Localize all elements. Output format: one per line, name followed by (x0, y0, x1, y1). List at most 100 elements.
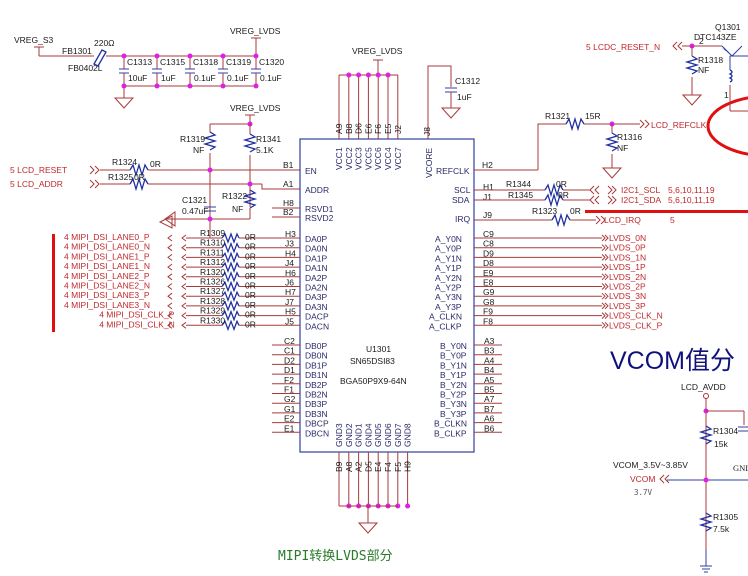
pin-ball: B1 (283, 160, 294, 170)
mipi-res-ref: R1326 (200, 277, 225, 287)
lvds-b-pin-label: B_Y2P (440, 390, 467, 400)
lvds-b-ball: A7 (484, 394, 495, 404)
db-ball: F2 (284, 375, 294, 385)
lvds-b-pin-label: B_Y3P (440, 409, 467, 419)
vcc-pin-label: VCC7 (393, 147, 403, 170)
lvds-net-label: LVDS_CLK_P (609, 320, 663, 330)
fb1301-ref: FB1301 (62, 46, 92, 56)
gnd-block: B9GND3A8GND2A2GND1D5GND4E4GND5F4GND6F5GN… (334, 423, 413, 534)
lcd-addr-net: 5 LCD_ADDR (10, 179, 63, 189)
offpage-arrow-icon (672, 41, 683, 51)
r1325-ref: R1325 (108, 172, 133, 182)
r1344-ref: R1344 (506, 179, 531, 189)
gnd-pin-label: GND4 (363, 423, 373, 447)
lvds-b-pin-label: B_Y1P (440, 370, 467, 380)
vcore-pin: VCORE (424, 147, 434, 178)
vcc-pin-label: VCC5 (363, 147, 373, 170)
db-pin-label: DBCN (305, 428, 329, 438)
offpage-arrow-icon (639, 119, 650, 129)
mipi-net-label: 4 MIPI_DSI_LANE2_N (64, 281, 150, 291)
lvds-b-pin-label: B_Y2N (440, 380, 467, 390)
irq-pin: IRQ (455, 214, 471, 224)
offpage-arrow-icon (601, 254, 609, 261)
lcd-irq-pages: 5 (670, 215, 675, 225)
offpage-arrow-icon (601, 302, 609, 310)
pin-label: ADDR (305, 185, 329, 195)
r1305-resistor-icon (698, 512, 714, 532)
vcom-net: VCOM (630, 474, 656, 484)
db-pin-label: DB3P (305, 399, 328, 409)
db-pin-label: DB3N (305, 409, 328, 419)
offpage-arrow-icon (601, 283, 609, 290)
sda-ball: J1 (483, 192, 492, 202)
fb1301-package: FB0402L (68, 63, 103, 73)
cap-ref: C1319 (226, 57, 251, 67)
mipi-ball: J6 (285, 278, 294, 288)
resistor-icon (221, 309, 240, 322)
db-ball: C2 (284, 336, 295, 346)
vcc-ball: E6 (363, 123, 373, 134)
r1323-value: 0R (570, 206, 581, 216)
lvds-b-pin-label: B_Y0N (440, 341, 467, 351)
chip-body (299, 138, 475, 453)
mipi-pin-label: DA1P (305, 253, 328, 263)
r1304-ref: R1304 (713, 426, 738, 436)
r1325-value: 0R (134, 172, 145, 182)
cap-ref: C1313 (127, 57, 152, 67)
ground-icon (114, 97, 134, 109)
cap-value: 0.1uF (227, 73, 249, 83)
q1301-ref: Q1301 (715, 22, 741, 32)
ferrite-bead-icon (93, 49, 107, 67)
bidir-arrow-icon (167, 263, 187, 271)
vreg-lvds-label-mid: VREG_LVDS (230, 103, 281, 113)
r1324-value: 0R (150, 159, 161, 169)
cap-value: 0.1uF (260, 73, 282, 83)
lvds-net-label: LVDS_0P (609, 243, 646, 253)
bidir-arrow-icon (167, 321, 187, 329)
resistor-icon (221, 300, 240, 312)
chip-ref: U1301 (366, 344, 391, 354)
vcore-ball: J8 (422, 127, 432, 136)
vcc-block: VREG_LVDS A9VCC1B8VCC2D6VCC3E6VCC5F6VCC6… (334, 46, 403, 170)
ground-icon (441, 107, 461, 119)
irq-ball: J9 (483, 210, 492, 220)
pin-label: RSVD1 (305, 204, 334, 214)
offpage-arrow-icon (601, 312, 609, 319)
r1305-ref: R1305 (713, 512, 738, 522)
lvds-a-ball: G8 (483, 297, 495, 307)
resistor-icon (221, 270, 240, 283)
highlight-ellipse (706, 96, 748, 156)
highlight-mark (585, 210, 748, 213)
gnd-pin-label: GND7 (393, 423, 403, 447)
gnd-ball: A2 (354, 461, 364, 472)
gnd-ball: B9 (334, 461, 344, 472)
r1322-resistor-icon (242, 189, 258, 209)
mipi-ball: J5 (285, 316, 294, 326)
r1341-ref: R1341 (256, 134, 281, 144)
mipi-ball: J4 (285, 258, 294, 268)
lvds-b-ball: B4 (484, 365, 495, 375)
lvds-a-pin-label: A_Y0N (435, 234, 462, 244)
q1301-part: DTC143ZE (694, 32, 737, 42)
lvds-b-ball: A5 (484, 375, 495, 385)
vcc-ball: E5 (383, 123, 393, 134)
bidir-arrow-icon (167, 283, 187, 290)
r1319-ref: R1319 (180, 134, 205, 144)
r1316-resistor-icon (604, 132, 620, 152)
c1312-value: 1uF (457, 92, 472, 102)
r1323-resistor-icon (551, 212, 571, 228)
r1344-value: 0R (556, 179, 567, 189)
mipi-net-label: 4 MIPI_DSI_CLK_N (99, 319, 175, 329)
db-pin-label: DB0P (305, 341, 328, 351)
lvds-b-ball: B3 (484, 346, 495, 356)
offpage-arrow-icon (601, 292, 609, 300)
power-filter-block: VREG_S3 FB1301 220Ω FB0402L VREG_LVDS C1… (14, 26, 284, 109)
mipi-res-ref: R1320 (200, 267, 225, 277)
resistor-icon (221, 241, 240, 254)
